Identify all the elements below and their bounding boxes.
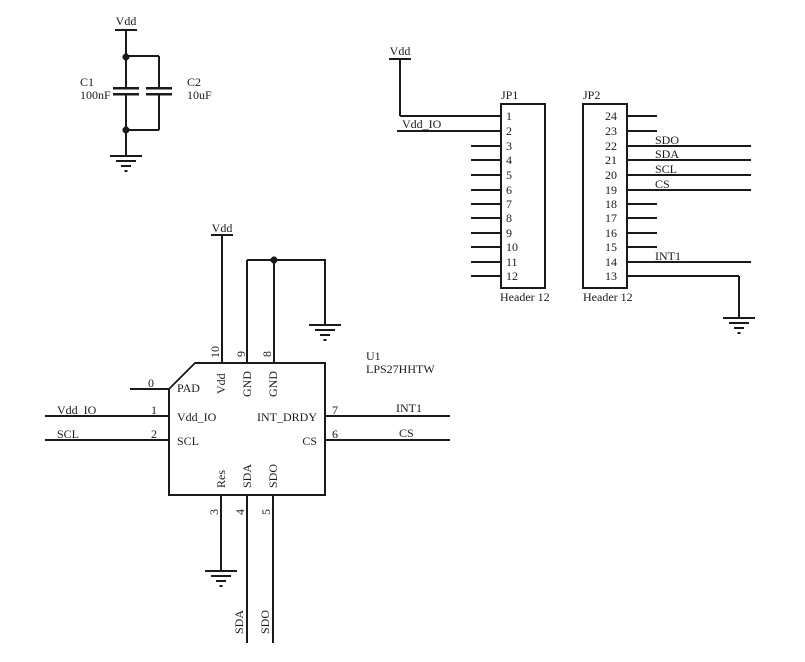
ic-pin-number-6: 6 bbox=[332, 427, 338, 441]
jp2-ref-label: JP2 bbox=[583, 88, 601, 102]
jp2-pin-number: 13 bbox=[605, 269, 617, 283]
net-label-scl: SCL bbox=[655, 162, 678, 176]
vdd-power-label: Vdd bbox=[211, 221, 233, 235]
jp2-connections bbox=[627, 115, 755, 334]
ic-pin-number-5: 5 bbox=[259, 509, 273, 515]
ic-pin-name-int-drdy: INT_DRDY bbox=[257, 410, 317, 424]
jp1-pin-number: 1 bbox=[506, 109, 512, 123]
jp2-pin-number: 16 bbox=[605, 226, 617, 240]
net-label-scl: SCL bbox=[57, 427, 80, 441]
jp2-pin-number: 20 bbox=[605, 168, 617, 182]
jp1-pin-number: 5 bbox=[506, 168, 512, 182]
vdd-power-label: Vdd bbox=[115, 14, 137, 28]
jp2-pin-number: 22 bbox=[605, 139, 617, 153]
net-label-sdo: SDO bbox=[655, 133, 680, 147]
jp1-pin-number: 12 bbox=[506, 269, 518, 283]
ic-pin-number-1: 1 bbox=[151, 403, 157, 417]
ic-pin-name-pad: PAD bbox=[177, 381, 200, 395]
jp2-pin-number: 14 bbox=[605, 255, 617, 269]
jp1-pin-number: 2 bbox=[506, 124, 512, 138]
capacitor-c1 bbox=[113, 86, 139, 96]
net-label-vdd-io: Vdd_IO bbox=[57, 403, 97, 417]
jp1-pin-number: 6 bbox=[506, 183, 512, 197]
jp1-pin-number: 4 bbox=[506, 153, 512, 167]
ground-symbol bbox=[205, 570, 237, 587]
jp1-pin-number: 7 bbox=[506, 197, 512, 211]
jp1-part-label: Header 12 bbox=[500, 290, 550, 304]
ic-pin-name-sda: SDA bbox=[240, 463, 254, 488]
net-label-vdd-io: Vdd_IO bbox=[402, 117, 442, 131]
net-label-sdo: SDO bbox=[258, 609, 272, 634]
jp2-pin-number: 21 bbox=[605, 153, 617, 167]
ic-pin-number-0: 0 bbox=[148, 376, 154, 390]
capacitor-c2 bbox=[146, 86, 172, 96]
ground-symbol bbox=[110, 155, 142, 172]
ic-pin-name-cs: CS bbox=[302, 434, 317, 448]
jp2-part-label: Header 12 bbox=[583, 290, 633, 304]
net-label-int1: INT1 bbox=[655, 249, 681, 263]
ic-pin-name-gnd8: GND bbox=[266, 371, 280, 397]
jp1-pin-number: 3 bbox=[506, 139, 512, 153]
ic-pin-number-8: 8 bbox=[260, 351, 274, 357]
ic-pin-number-2: 2 bbox=[151, 427, 157, 441]
ic-pin-name-res: Res bbox=[214, 470, 228, 488]
junction-dot bbox=[270, 256, 278, 264]
u1-connections bbox=[45, 234, 450, 643]
ic-pin-number-9: 9 bbox=[234, 351, 248, 357]
c2-value-label: 10uF bbox=[187, 88, 212, 102]
ic-pin-number-3: 3 bbox=[207, 509, 221, 515]
c1-value-label: 100nF bbox=[80, 88, 111, 102]
c1-ref-label: C1 bbox=[80, 75, 95, 89]
ic-pin-name-vdd: Vdd bbox=[214, 373, 228, 394]
ic-pin-number-7: 7 bbox=[332, 403, 338, 417]
c2-ref-label: C2 bbox=[187, 75, 202, 89]
jp2-pin-number: 15 bbox=[605, 240, 617, 254]
net-label-int1: INT1 bbox=[396, 401, 422, 415]
jp2-pin-number: 24 bbox=[605, 109, 617, 123]
jp1-pin-number: 10 bbox=[506, 240, 518, 254]
jp1-header-box bbox=[500, 103, 546, 289]
decoupling-network bbox=[110, 29, 172, 172]
jp1-pin-number: 8 bbox=[506, 211, 512, 225]
vdd-power-label: Vdd bbox=[389, 44, 411, 58]
jp2-pin-number: 23 bbox=[605, 124, 617, 138]
u1-part-label: LPS27HHTW bbox=[366, 362, 435, 376]
jp2-pin-number: 17 bbox=[605, 211, 617, 225]
net-label-sda: SDA bbox=[655, 147, 680, 161]
net-label-cs: CS bbox=[655, 177, 670, 191]
net-label-cs: CS bbox=[399, 426, 414, 440]
ic-pin-name-sdo: SDO bbox=[266, 463, 280, 488]
net-label-sda: SDA bbox=[232, 609, 246, 634]
jp2-header-box bbox=[582, 103, 628, 289]
jp1-connections bbox=[389, 58, 501, 277]
ground-symbol bbox=[309, 324, 341, 341]
jp1-pin-number: 9 bbox=[506, 226, 512, 240]
u1-ref-label: U1 bbox=[366, 349, 381, 363]
ic-pin-name-scl: SCL bbox=[177, 434, 200, 448]
jp2-pin-number: 19 bbox=[605, 183, 617, 197]
jp1-ref-label: JP1 bbox=[501, 88, 519, 102]
jp1-pin-number: 11 bbox=[506, 255, 518, 269]
ic-outline bbox=[168, 362, 326, 496]
ic-pin-name-vdd-io: Vdd_IO bbox=[177, 410, 217, 424]
jp2-pin-number: 18 bbox=[605, 197, 617, 211]
ic-pin-number-10: 10 bbox=[208, 346, 222, 358]
ground-symbol bbox=[723, 317, 755, 334]
ic-pin-name-gnd9: GND bbox=[240, 371, 254, 397]
ic-pin-number-4: 4 bbox=[233, 509, 247, 515]
